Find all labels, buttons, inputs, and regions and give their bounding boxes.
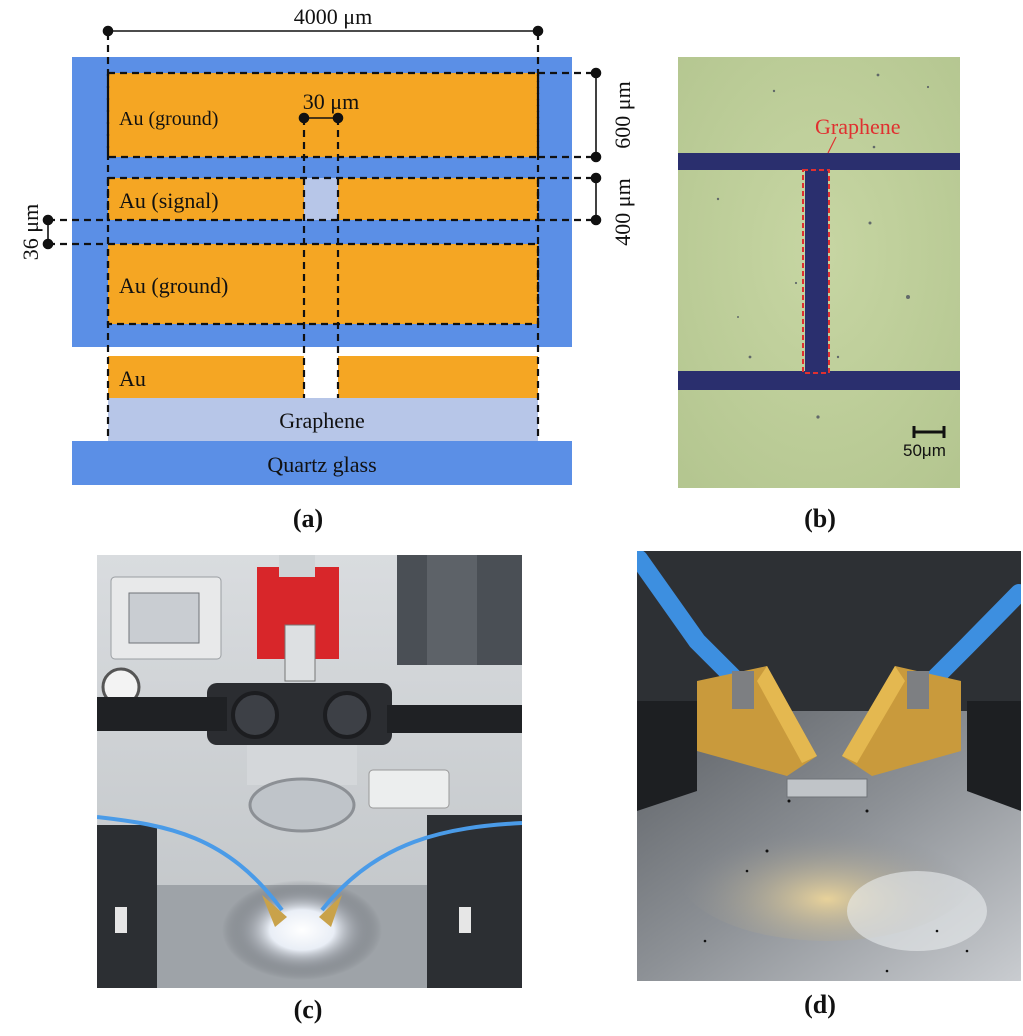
dashed-guides (48, 33, 596, 441)
graphene-label: Graphene (279, 408, 365, 433)
lower-conductor (678, 371, 960, 390)
right-probe-cable (923, 584, 1021, 690)
upper-conductor (678, 153, 960, 170)
ground-height-dim-label: 600 μm (610, 81, 635, 148)
signal-height-dim-label: 400 μm (610, 178, 635, 245)
caption-c: (c) (293, 995, 323, 1024)
right-gold-probe (842, 666, 961, 776)
width-dim-label: 4000 μm (294, 4, 372, 29)
left-cable (97, 815, 284, 912)
spacing-dim-label: 36 μm (18, 204, 43, 260)
device-chip (786, 778, 868, 798)
scale-bar (912, 426, 946, 438)
au-ground-bottom-strip (108, 244, 538, 324)
signal-gap (304, 178, 338, 220)
au-label: Au (119, 366, 146, 391)
left-probe-cable (637, 551, 746, 690)
au-ground-top-label: Au (ground) (119, 108, 218, 130)
graphene-annotation: Graphene (815, 114, 901, 139)
right-cable (320, 821, 522, 912)
scale-bar-label: 50μm (903, 441, 946, 460)
graphene-channel (805, 170, 828, 371)
gap-dim-label: 30 μm (303, 89, 359, 114)
micrograph-speckles (716, 73, 930, 419)
au-ground-bottom-label: Au (ground) (119, 273, 228, 298)
probe-station-photo (97, 555, 522, 988)
au-signal-label: Au (signal) (119, 188, 219, 213)
caption-d: (d) (804, 990, 836, 1019)
au-cross-right (338, 356, 538, 398)
caption-a: (a) (292, 504, 324, 533)
quartz-label: Quartz glass (267, 452, 376, 477)
graphene-pointer (827, 136, 837, 154)
micrograph-panel: Graphene 50μm (678, 57, 960, 488)
graphene-layer (108, 398, 538, 441)
schematic-panel: 4000 μm 30 μm 600 μm 400 μm 36 μm Au (gr… (18, 4, 635, 485)
au-cross-left (108, 356, 304, 398)
graphene-highlight-box (802, 169, 830, 374)
quartz-substrate (72, 441, 572, 485)
sample-glow (222, 880, 382, 980)
probe-closeup-photo (637, 551, 1021, 981)
au-ground-top-strip (108, 73, 538, 157)
caption-b: (b) (804, 504, 836, 533)
left-gold-probe (697, 666, 817, 776)
controller-box (368, 769, 450, 809)
dimension-lines (42, 25, 602, 250)
